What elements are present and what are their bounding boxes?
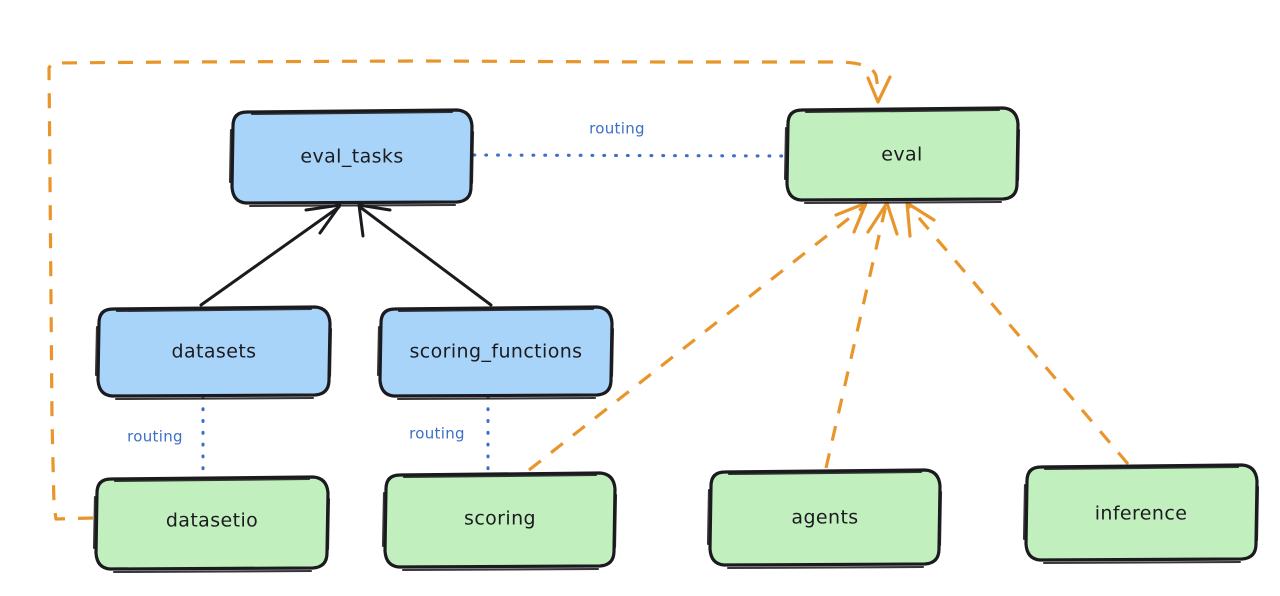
edge-label-routing-datasets: routing <box>127 428 183 446</box>
node-label-eval-tasks: eval_tasks <box>300 146 403 168</box>
node-eval[interactable]: eval <box>783 106 1021 205</box>
node-inference[interactable]: inference <box>1022 463 1260 565</box>
edge-agents-to-eval <box>824 201 899 469</box>
edge-label-routing-eval-tasks: routing <box>589 120 645 138</box>
node-label-inference: inference <box>1095 503 1188 525</box>
edge-scoring-functions-to-eval-tasks <box>357 203 493 307</box>
node-agents[interactable]: agents <box>706 468 943 570</box>
edge-datasetio-to-eval <box>47 59 892 521</box>
node-scoring[interactable]: scoring <box>381 471 618 572</box>
edge-inference-to-eval <box>905 201 1130 466</box>
node-label-datasets: datasets <box>172 341 257 363</box>
edge-eval-tasks-to-eval <box>472 153 788 158</box>
node-label-datasetio: datasetio <box>166 510 258 532</box>
node-scoring-functions[interactable]: scoring_functions <box>376 305 615 401</box>
node-label-scoring: scoring <box>464 508 536 530</box>
node-label-scoring-functions: scoring_functions <box>410 341 583 363</box>
node-datasets[interactable]: datasets <box>94 305 333 401</box>
edge-datasets-to-eval-tasks <box>199 203 342 307</box>
node-label-eval: eval <box>881 144 922 166</box>
edge-label-routing-scoring-functions: routing <box>409 425 465 443</box>
node-eval-tasks[interactable]: eval_tasks <box>228 108 475 208</box>
node-label-agents: agents <box>791 507 858 529</box>
node-datasetio[interactable]: datasetio <box>92 475 331 574</box>
